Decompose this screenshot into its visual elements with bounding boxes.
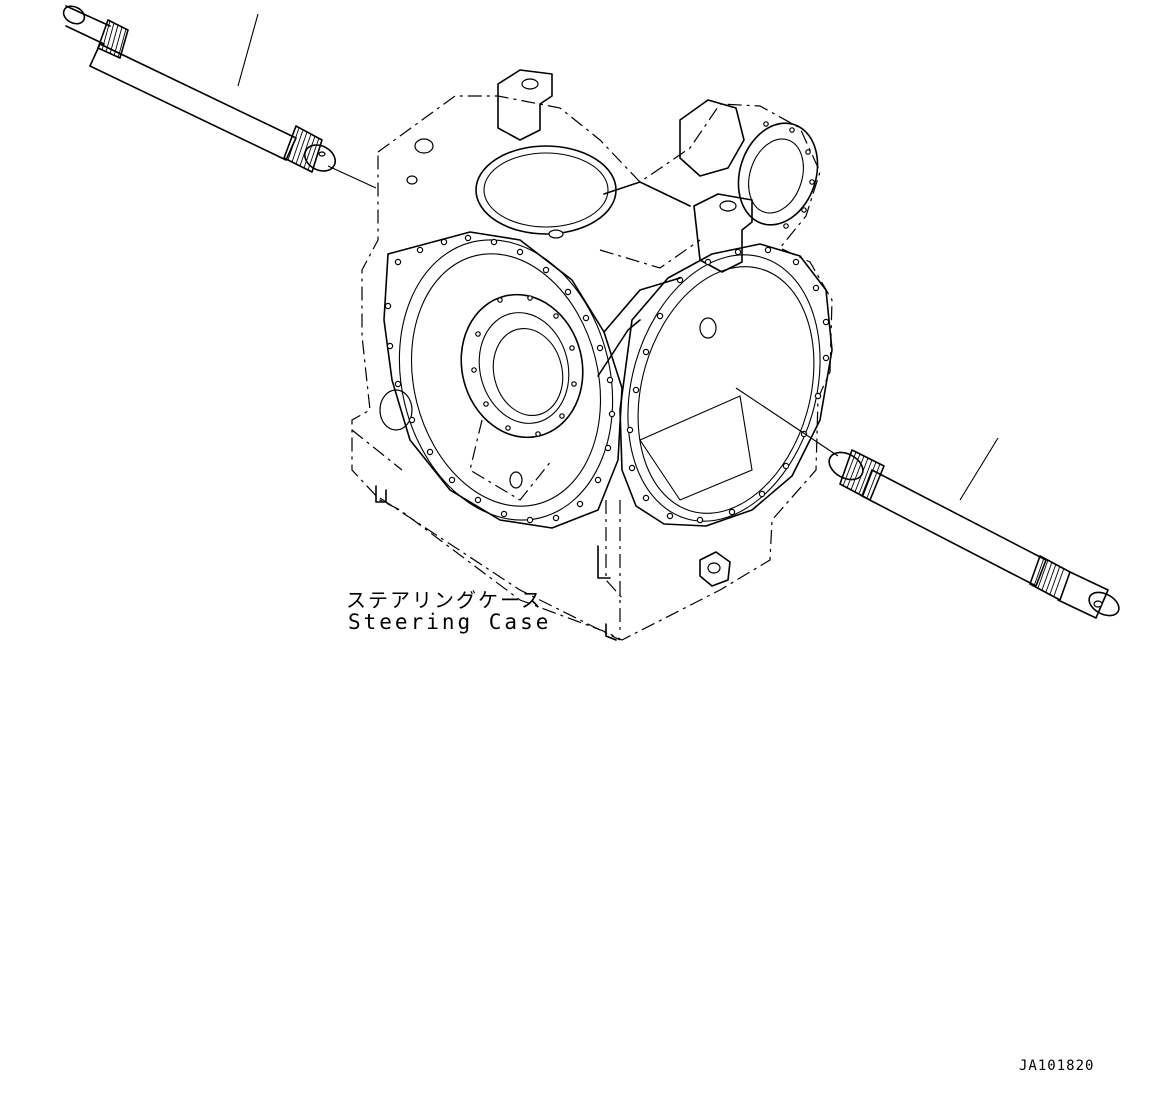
left-shaft-spline-bottom (283, 125, 323, 173)
figure-id: JA101820 (1019, 1058, 1095, 1074)
top-lift-bracket (497, 69, 553, 141)
left-flange-bolt-holes (384, 234, 616, 524)
top-opening (475, 145, 617, 235)
right-shaft-leader-line (959, 437, 999, 501)
right-flange-bolt-holes (626, 246, 830, 524)
rear-upper-flange (737, 122, 819, 226)
right-flange (619, 243, 833, 527)
left-shaft-spline-top (97, 19, 129, 59)
part-name-japanese: ステアリングケース (346, 588, 543, 612)
left-bore-bolt-holes (471, 295, 577, 437)
right-shaft-spline-bottom (1029, 555, 1071, 601)
part-name-english: Steering Case (348, 610, 552, 634)
right-shaft-body (861, 469, 1047, 587)
left-shaft-leader-line (237, 13, 259, 87)
left-bearing-bore (460, 293, 584, 439)
left-flange (383, 231, 623, 529)
case-outline (351, 95, 833, 641)
steering-case (351, 69, 833, 641)
right-axle-shaft (735, 387, 1120, 619)
left-axle-shaft (62, 5, 377, 189)
left-shaft-body (89, 43, 297, 161)
